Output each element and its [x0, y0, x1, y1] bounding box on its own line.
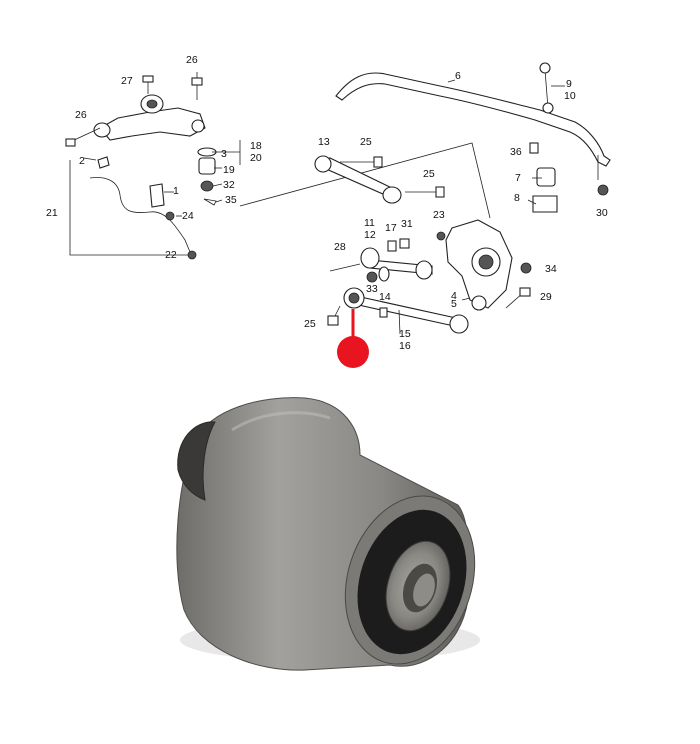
stabilizer-group — [335, 62, 611, 213]
callout-35: 35 — [225, 194, 237, 206]
bolt-26-left-head — [65, 138, 76, 147]
arm-bushing-left — [93, 122, 111, 138]
bolt-25-mid-head — [435, 186, 445, 198]
abs-sensor-wire-21 — [89, 177, 191, 253]
callout-8: 8 — [514, 192, 520, 204]
callout-12: 12 — [364, 229, 376, 241]
arm-15 — [353, 295, 457, 327]
bushing-7 — [536, 167, 556, 187]
bushing-back-rim — [177, 421, 216, 501]
arm-bushing-hole — [146, 99, 158, 109]
callout-21: 21 — [46, 207, 58, 219]
hub-bore-inner — [478, 254, 494, 270]
upper-arm-group — [65, 72, 241, 260]
callout-2: 2 — [79, 155, 85, 167]
bolt-23 — [436, 231, 446, 241]
callout-20: 20 — [250, 152, 262, 164]
bolt-25-upper-head — [373, 156, 383, 168]
nut-33 — [366, 271, 378, 283]
group-bracket-21-22 — [69, 160, 188, 256]
bushing-4 — [471, 295, 487, 311]
ball-joint — [191, 119, 205, 133]
link-joint-top — [539, 62, 551, 74]
bushing-photo — [176, 397, 480, 671]
clip-2 — [97, 156, 110, 169]
washer-14 — [378, 266, 390, 282]
highlight-marker — [337, 336, 369, 368]
callout-23: 23 — [433, 209, 445, 221]
cap-15 — [379, 307, 388, 318]
callout-17: 17 — [385, 222, 397, 234]
bolt-28 — [329, 263, 361, 272]
callout-26-top: 26 — [186, 54, 198, 66]
nut-30 — [597, 184, 609, 196]
callout-11: 11 — [364, 217, 375, 229]
arm-13-bushing — [314, 155, 332, 173]
callout-4: 4 — [451, 290, 457, 302]
bolt-36 — [529, 142, 539, 154]
bushing-bore-highlight — [413, 573, 435, 607]
callout-18: 18 — [250, 140, 262, 152]
bolt-25-lower-head — [327, 315, 339, 326]
bushing-19 — [198, 157, 216, 175]
callout-9: 9 — [566, 78, 572, 90]
callout-14: 14 — [379, 291, 391, 303]
callout-22: 22 — [165, 249, 177, 261]
group-bracket-18-20 — [220, 140, 241, 165]
callout-33: 33 — [366, 283, 378, 295]
leader-lines — [83, 79, 565, 335]
stabilizer-link-9 — [544, 69, 549, 109]
upper-control-arm — [99, 107, 206, 141]
arm-13-end — [382, 186, 402, 204]
bolt-29-head — [519, 287, 531, 297]
link-joint-bottom — [542, 102, 554, 114]
callout-34: 34 — [545, 263, 557, 275]
callout-10: 10 — [564, 90, 576, 102]
callout-7: 7 — [515, 172, 521, 184]
callout-31: 31 — [401, 218, 413, 230]
callout-6: 6 — [455, 70, 461, 82]
nut-17 — [387, 240, 397, 252]
clip-22 — [187, 250, 197, 260]
callout-32: 32 — [223, 179, 235, 191]
arm-15-bushing-hole — [348, 292, 360, 304]
arm-11-end — [415, 260, 433, 280]
cotter-pin-35 — [203, 198, 217, 206]
bolt-24 — [165, 211, 175, 221]
callout-30: 30 — [596, 207, 608, 219]
group-bracket-13 — [239, 142, 491, 219]
shell-highlight — [231, 411, 331, 432]
callout-24: 24 — [182, 210, 194, 222]
callout-25-mid: 25 — [423, 168, 435, 180]
nut-32 — [200, 180, 214, 192]
callout-28: 28 — [334, 241, 346, 253]
stabilizer-bar — [335, 72, 611, 167]
callout-27: 27 — [121, 75, 133, 87]
nut-31 — [399, 238, 410, 249]
callout-19: 19 — [223, 164, 235, 176]
bolt-26-head — [191, 77, 203, 86]
callout-1: 1 — [173, 185, 179, 197]
callout-16: 16 — [399, 340, 411, 352]
callout-25-upper: 25 — [360, 136, 372, 148]
arm-11-bushing — [360, 247, 380, 269]
exploded-diagram: 1 2 3 4 5 6 7 8 9 10 11 12 13 14 15 16 1… — [46, 54, 611, 368]
holder-8 — [532, 195, 558, 213]
callout-15: 15 — [399, 328, 411, 340]
callout-25-lower: 25 — [304, 318, 316, 330]
callout-5: 5 — [451, 298, 457, 310]
callout-36: 36 — [510, 146, 522, 158]
callout-26-left: 26 — [75, 109, 87, 121]
callout-3: 3 — [221, 148, 227, 160]
arm-15-end — [449, 314, 469, 334]
bracket-1 — [149, 183, 165, 208]
bolt-27-head — [142, 75, 154, 83]
callout-29: 29 — [540, 291, 552, 303]
callout-13: 13 — [318, 136, 330, 148]
callout-labels: 1 2 3 4 5 6 7 8 9 10 11 12 13 14 15 16 1… — [46, 54, 608, 352]
nut-34 — [520, 262, 532, 274]
rear-suspension-group — [239, 142, 532, 368]
